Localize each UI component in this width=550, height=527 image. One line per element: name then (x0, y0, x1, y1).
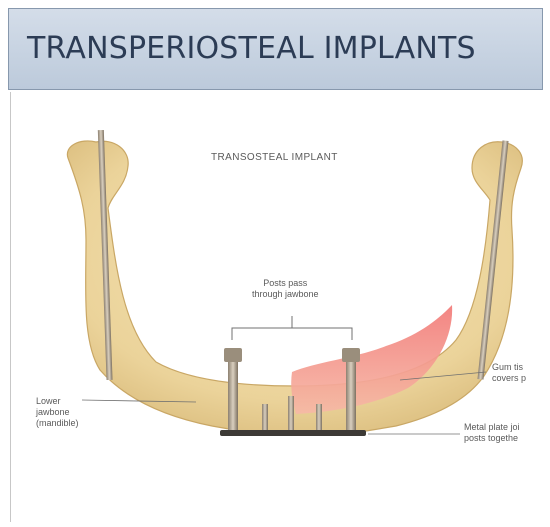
jawbone-diagram (16, 100, 550, 522)
posts-label: Posts pass through jawbone (252, 278, 319, 300)
right-post (346, 350, 356, 432)
figure-heading: TRANSOSTEAL IMPLANT (211, 152, 338, 163)
left-post-cap (224, 348, 242, 362)
right-post-cap (342, 348, 360, 362)
short-pin-1 (262, 404, 268, 432)
lower-jawbone-label: Lower jawbone (mandible) (36, 396, 79, 429)
short-pin-3 (316, 404, 322, 432)
gum-tissue-label: Gum tis covers p (492, 362, 526, 384)
metal-plate (220, 430, 366, 436)
slide-title-bar: TRANSPERIOSTEAL IMPLANTS (8, 8, 543, 90)
metal-plate-label: Metal plate joi posts togethe (464, 422, 520, 444)
posts-bracket (232, 328, 352, 340)
transosteal-implant-illustration: TRANSOSTEAL IMPLANT Posts pass through j… (16, 100, 550, 522)
short-pin-2 (288, 396, 294, 432)
slide-title: TRANSPERIOSTEAL IMPLANTS (27, 31, 476, 66)
left-post (228, 350, 238, 432)
